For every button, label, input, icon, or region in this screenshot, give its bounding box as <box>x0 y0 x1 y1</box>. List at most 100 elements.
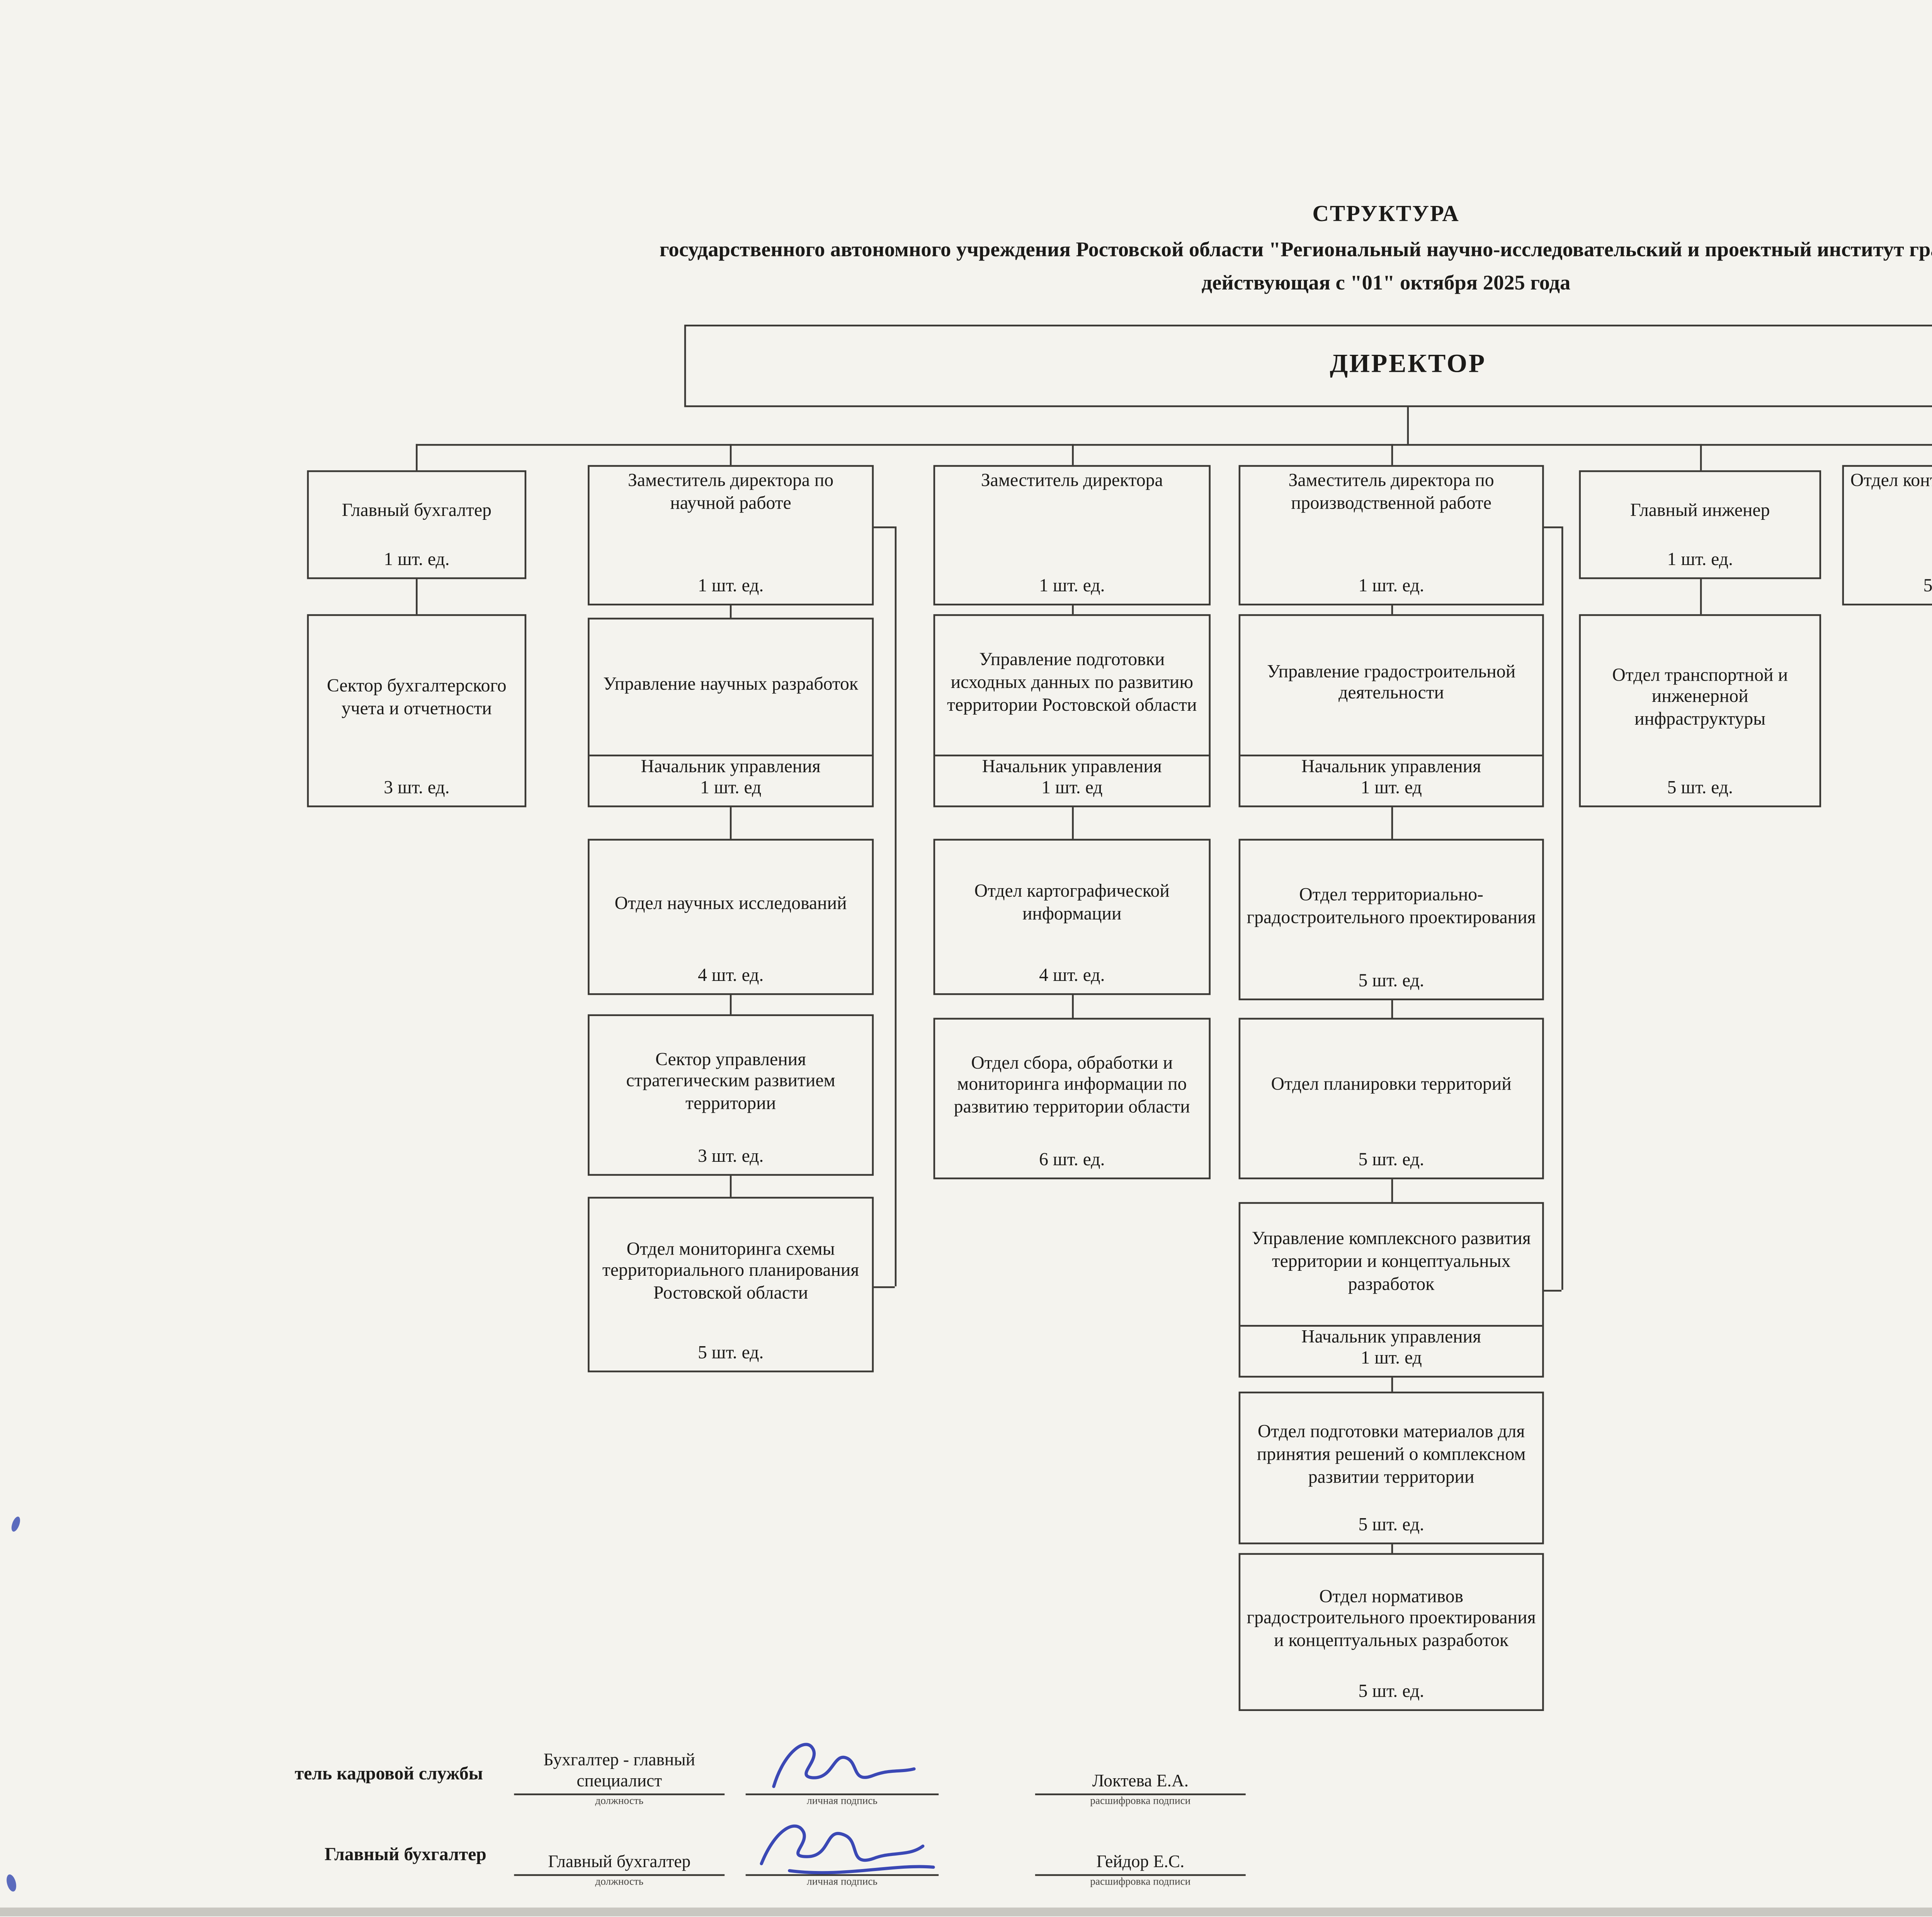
org-box-chief-accountant: Главный бухгалтер 1 шт. ед. <box>307 470 527 579</box>
dept-head-count: 1 шт. ед <box>1361 1350 1422 1369</box>
signature-path <box>788 1865 935 1874</box>
signature-underline <box>745 1793 939 1795</box>
footer-position: Главный бухгалтер <box>548 1852 691 1872</box>
footer-signature-1 <box>772 1743 916 1788</box>
scan-edge-shadow <box>0 1907 1932 1917</box>
box-title: Главный бухгалтер <box>342 502 492 522</box>
box-title: Заместитель директора <box>981 472 1163 492</box>
caption-sign: личная подпись <box>806 1797 878 1808</box>
footer-signature-2 <box>760 1824 935 1874</box>
org-box-strategic-sector: Сектор управления стратегическим развити… <box>588 1014 874 1176</box>
dept-head-count: 1 шт. ед <box>1361 780 1422 799</box>
connector-line <box>1391 1000 1393 1018</box>
staff-count: 5 шт. ед. <box>1358 1683 1424 1703</box>
connector-line <box>895 526 897 1287</box>
box-title: Отдел нормативов градостроительного прое… <box>1247 1587 1536 1651</box>
staff-count: 1 шт. ед. <box>1358 578 1424 598</box>
connector-line <box>1072 444 1074 465</box>
director-box: ДИРЕКТОР <box>684 324 1932 407</box>
org-box-urban-dev-dept: Управление градостроительной деятельност… <box>1238 614 1544 807</box>
connector-line <box>1072 605 1074 615</box>
title-line-2: государственного автономного учреждения … <box>659 237 1932 262</box>
box-title: Отдел научных исследований <box>614 894 847 914</box>
connector-line <box>730 807 732 839</box>
connector-line <box>730 605 732 618</box>
org-box-science-dev-dept: Управление научных разработок Начальник … <box>588 618 874 807</box>
staff-count: 1 шт. ед. <box>1667 552 1733 571</box>
dept-head-cell: Начальник управления 1 шт. ед <box>590 756 872 805</box>
org-box-monitoring-dept: Отдел мониторинга схемы территориального… <box>588 1197 874 1372</box>
connector-line <box>874 526 895 528</box>
staff-count: 5 шт. ед. <box>1667 780 1733 799</box>
connector-line <box>416 579 418 615</box>
signature-underline <box>514 1874 725 1876</box>
staff-count: 5 шт. ед. <box>1358 1151 1424 1171</box>
dept-head-cell: Начальник управления 1 шт. ед <box>935 756 1209 805</box>
box-title: Управление комплексного развития террито… <box>1240 1204 1543 1326</box>
footer-name: Гейдор Е.С. <box>1096 1852 1185 1872</box>
org-box-complex-dev-dept: Управление комплексного развития террито… <box>1238 1202 1544 1378</box>
footer-name: Локтева Е.А. <box>1092 1771 1189 1791</box>
staff-count: 1 шт. ед. <box>1039 578 1105 598</box>
signature-underline <box>745 1874 939 1876</box>
staff-count: 1 шт. ед. <box>697 578 764 598</box>
org-box-research-dept: Отдел научных исследований 4 шт. ед. <box>588 839 874 995</box>
box-title: Отдел планировки территорий <box>1271 1076 1512 1096</box>
director-label: ДИРЕКТОР <box>1330 352 1486 380</box>
box-title: Отдел мониторинга схемы территориального… <box>602 1240 859 1304</box>
staff-count: 4 шт. ед. <box>1039 967 1105 987</box>
org-box-territorial-design-dept: Отдел территориально-градостроительного … <box>1238 839 1544 1001</box>
staff-count: 3 шт. ед. <box>697 1148 764 1168</box>
box-title: Главный инженер <box>1630 502 1770 522</box>
connector-line <box>1391 807 1393 839</box>
connector-line <box>416 444 418 470</box>
caption-sign: личная подпись <box>806 1878 878 1888</box>
staff-count: 5 шт. ед. <box>1358 972 1424 992</box>
staff-count: 5 шт. ед. <box>697 1345 764 1364</box>
bus-line <box>416 444 1932 446</box>
footer-row-label: тель кадровой службы <box>294 1765 483 1785</box>
staff-count: 6 шт. ед. <box>1039 1151 1105 1171</box>
connector-line <box>1544 526 1562 528</box>
dept-head-count: 1 шт. ед <box>700 780 762 799</box>
box-title: Отдел сбора, обработки и мониторинга инф… <box>954 1054 1190 1118</box>
org-box-standards-dept: Отдел нормативов градостроительного прое… <box>1238 1553 1544 1711</box>
dept-head-label: Начальник управления <box>641 757 821 777</box>
box-title: Заместитель директора по научной работе <box>628 472 834 514</box>
org-box-cartography-dept: Отдел картографической информации 4 шт. … <box>933 839 1211 995</box>
dept-head-label: Начальник управления <box>1301 757 1481 777</box>
box-title: Сектор управления стратегическим развити… <box>626 1050 835 1115</box>
connector-line <box>1700 579 1702 615</box>
box-title: Отдел подготовки материалов для принятия… <box>1257 1423 1526 1488</box>
connector-line <box>1407 407 1409 444</box>
connector-line <box>1561 526 1563 1290</box>
box-title: Отдел контрактной работы <box>1850 472 1932 492</box>
box-title: Заместитель директора по производственно… <box>1288 472 1494 514</box>
box-title: Отдел территориально-градостроительного … <box>1247 886 1536 928</box>
connector-line <box>1391 444 1393 465</box>
connector-line <box>730 1176 732 1197</box>
connector-line <box>1391 605 1393 615</box>
box-title: Управление градостроительной деятельност… <box>1240 616 1543 756</box>
org-box-chief-engineer: Главный инженер 1 шт. ед. <box>1579 470 1821 579</box>
signature-underline <box>514 1793 725 1795</box>
dept-head-label: Начальник управления <box>1301 1328 1481 1347</box>
signature-path <box>760 1824 925 1866</box>
connector-line <box>1700 444 1702 470</box>
staff-count: 4 шт. ед. <box>697 967 764 987</box>
title-line-3: действующая с "01" октября 2025 года <box>1201 270 1571 295</box>
signature-underline <box>1035 1874 1246 1876</box>
staff-count: 1 шт. ед. <box>384 552 450 571</box>
title-line-1: СТРУКТУРА <box>1312 200 1460 226</box>
connector-line <box>1072 995 1074 1018</box>
org-box-accounting-sector: Сектор бухгалтерского учета и отчетности… <box>307 614 527 807</box>
connector-line <box>730 444 732 465</box>
connector-line <box>1391 1544 1393 1553</box>
org-box-deputy-science: Заместитель директора по научной работе … <box>588 465 874 606</box>
org-box-territory-planning-dept: Отдел планировки территорий 5 шт. ед. <box>1238 1018 1544 1180</box>
footer-row-label: Главный бухгалтер <box>324 1846 486 1866</box>
connector-line <box>1391 1179 1393 1202</box>
signature-path <box>772 1743 916 1788</box>
org-box-deputy-director: Заместитель директора 1 шт. ед. <box>933 465 1211 606</box>
